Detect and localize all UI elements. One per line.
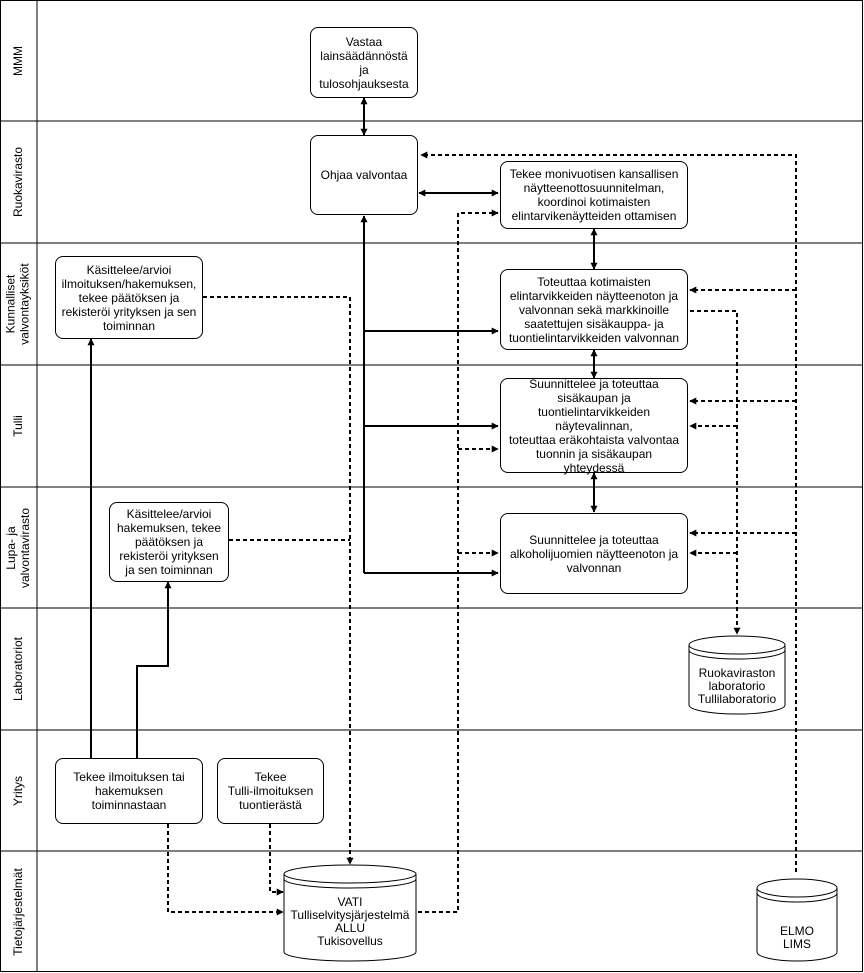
lane-label-tulli: Tulli [11, 415, 25, 437]
connector-vati-suunnitelma [418, 209, 499, 913]
box-kunta-kasittelee: Käsittelee/arvioi ilmoituksen/hakemuksen… [55, 256, 203, 339]
connector-yritys-ilmoitus-vati [167, 824, 284, 916]
connector-kunta-vati [203, 296, 354, 865]
box-tulli: Suunnittelee ja toteuttaa sisäkaupan ja … [500, 377, 688, 475]
database-elmo-icon [756, 878, 838, 962]
database-elmo-label: ELMO LIMS [779, 924, 814, 951]
database-vati-icon [283, 864, 417, 962]
connector-yritys-lupa [136, 581, 172, 758]
box-naytteenottosuunnitelma: Tekee monivuotisen kansallisen näytteeno… [500, 161, 688, 229]
connector-yritys-tulli-vati [269, 824, 284, 896]
lane-label-tietojarjestelmat: Tietojärjestelmät [11, 867, 25, 956]
database-vati-label: VATI Tulliselvitysjärjestelmä ALLU Tukis… [290, 895, 410, 948]
box-yritys-ilmoitus: Tekee ilmoituksen tai hakemuksen toiminn… [55, 758, 203, 824]
lane-label-laboratoriot: Laboratoriot [11, 636, 26, 702]
lane-label-ruokavirasto: Ruokavirasto [11, 146, 25, 218]
box-kunta-toteuttaa: Toteuttaa kotimaisten elintarvikkeiden n… [500, 269, 688, 350]
lane-label-mmm: MMM [11, 45, 25, 76]
database-laboratorio-label: Ruokaviraston laboratorio Tullilaborator… [697, 665, 777, 706]
lane-label-yritys: Yritys [11, 775, 25, 806]
box-yritys-tulli-ilmoitus: Tekee Tulli-ilmoituksen tuontierästä [217, 758, 324, 824]
box-mmm: Vastaa lainsäädännöstä ja tulosohjaukses… [310, 27, 418, 98]
lane-label-lupa: Lupa- ja valvontavirasto [4, 507, 33, 588]
database-laboratorio-icon [688, 635, 786, 715]
connector-kunta-lab [690, 310, 741, 635]
box-ohjaa-valvontaa: Ohjaa valvontaa [310, 135, 418, 215]
lane-label-kunnalliset: Kunnalliset valvontayksiköt [4, 263, 32, 345]
box-lupa-alkoholijuomat: Suunnittelee ja toteuttaa alkoholijuomie… [500, 513, 688, 594]
box-lupa-kasittelee: Käsittelee/arvioi hakemuksen, tekee päät… [109, 502, 229, 582]
connector-elmo-ohjaa [420, 151, 797, 872]
